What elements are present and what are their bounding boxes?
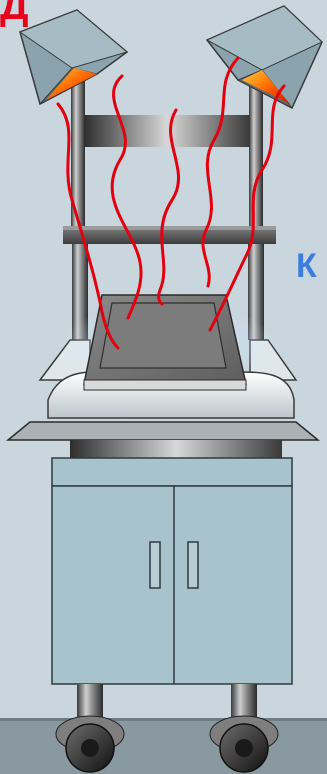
cabinet-body — [52, 486, 292, 684]
middle-shelf-top — [63, 226, 276, 230]
right-pole-upper — [249, 75, 263, 240]
right-door-handle — [188, 542, 198, 588]
tray-plate — [100, 303, 226, 368]
heat-wave-2 — [112, 76, 141, 318]
floor — [0, 720, 327, 774]
cabinet-top-panel — [52, 458, 292, 486]
floor-edge — [0, 718, 327, 721]
deck-under — [70, 440, 282, 458]
edge-letter: К — [296, 246, 317, 286]
tray-base — [84, 380, 246, 390]
main-deck — [8, 422, 318, 440]
heat-wave-4 — [203, 58, 238, 286]
left-door-handle — [150, 542, 160, 588]
top-crossbar — [84, 115, 250, 147]
middle-shelf — [63, 228, 276, 244]
corner-letter: Д — [0, 0, 29, 26]
